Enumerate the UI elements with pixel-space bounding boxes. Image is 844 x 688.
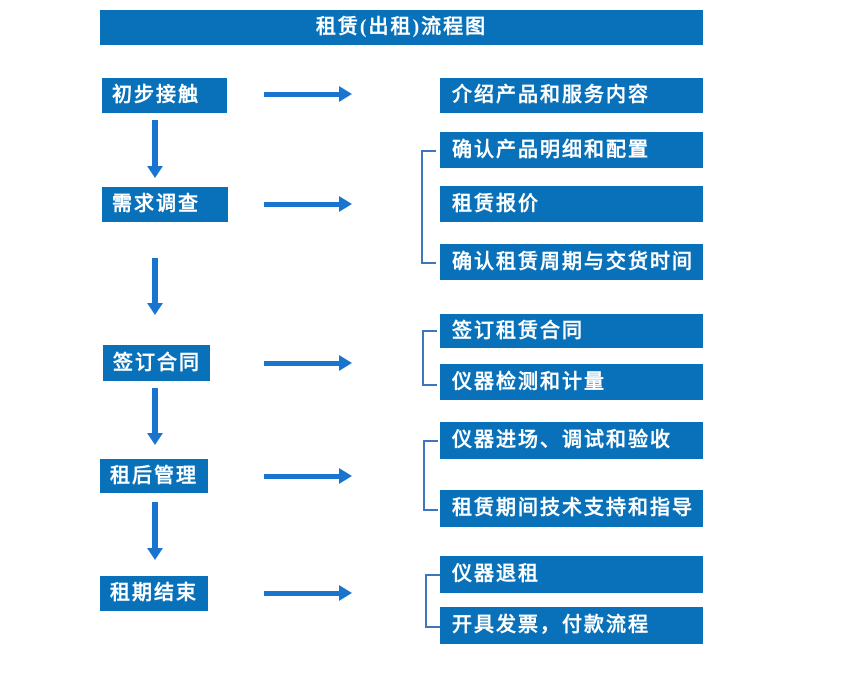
output-box-instrument-return: 仪器退租 [440, 556, 703, 593]
output-box-rental-tech-support: 租赁期间技术支持和指导 [440, 490, 703, 527]
output-box-instrument-setup-acceptance: 仪器进场、调试和验收 [440, 422, 703, 459]
down-arrow-1 [147, 120, 163, 178]
down-arrow-3 [147, 388, 163, 445]
down-arrow-4 [147, 502, 163, 560]
output-box-invoice-payment: 开具发票，付款流程 [440, 607, 703, 644]
group-bracket-post-rental [423, 440, 438, 511]
group-bracket-demand-survey [421, 150, 436, 264]
step-box-lease-end: 租期结束 [100, 576, 208, 611]
output-box-confirm-rental-period: 确认租赁周期与交货时间 [440, 244, 703, 280]
step-box-initial-contact: 初步接触 [102, 78, 227, 113]
right-arrow-3 [264, 355, 352, 371]
flowchart-title: 租赁(出租)流程图 [100, 10, 703, 45]
output-box-instrument-testing: 仪器检测和计量 [440, 364, 703, 400]
down-arrow-2 [147, 258, 163, 315]
output-box-confirm-product-details: 确认产品明细和配置 [440, 132, 703, 168]
right-arrow-5 [264, 585, 352, 601]
step-box-demand-survey: 需求调查 [102, 187, 228, 222]
group-bracket-sign-contract [422, 330, 437, 386]
output-box-intro-products-services: 介绍产品和服务内容 [440, 78, 703, 113]
group-bracket-lease-end [425, 574, 440, 628]
right-arrow-2 [264, 196, 352, 212]
right-arrow-4 [264, 468, 352, 484]
output-box-sign-rental-contract: 签订租赁合同 [440, 314, 703, 348]
output-box-rental-quote: 租赁报价 [440, 186, 703, 222]
step-box-post-rental-management: 租后管理 [100, 459, 208, 493]
right-arrow-1 [264, 86, 352, 102]
step-box-sign-contract: 签订合同 [103, 345, 210, 381]
